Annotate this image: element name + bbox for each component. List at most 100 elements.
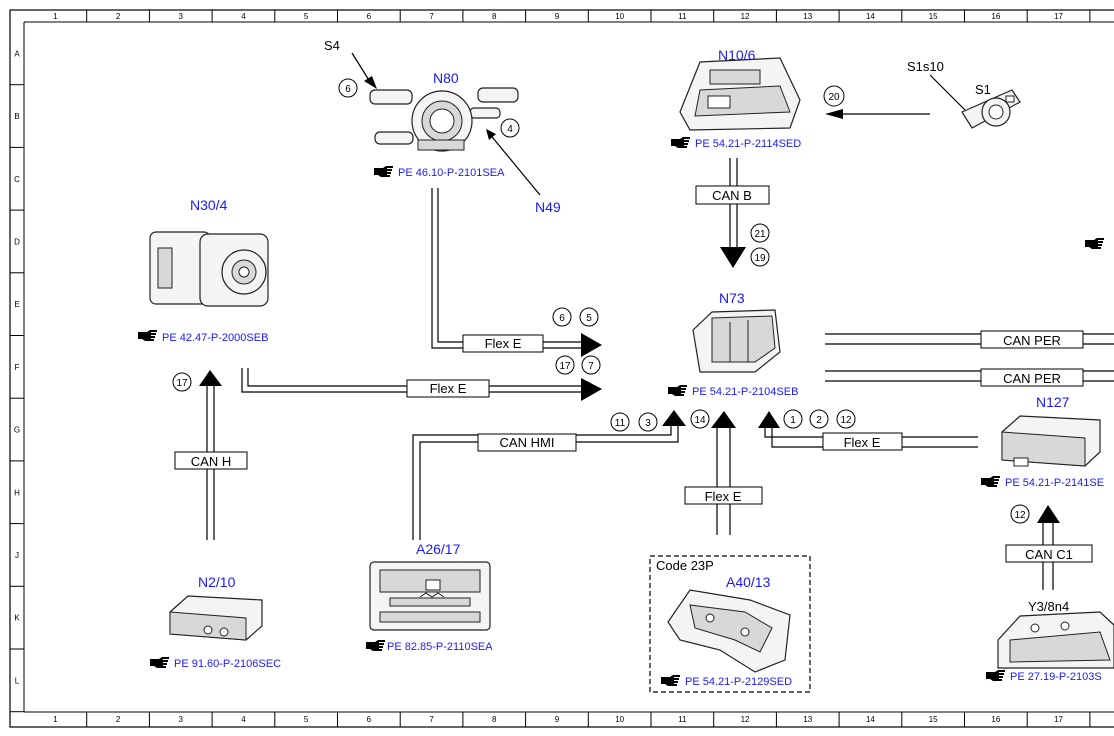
- svg-text:5: 5: [586, 313, 592, 324]
- svg-text:6: 6: [559, 313, 565, 324]
- grid-column-label: 9: [555, 715, 560, 724]
- n10-6-sam-module-drawing: [679, 57, 801, 131]
- svg-text:PE 54.21-P-2129SED: PE 54.21-P-2129SED: [685, 676, 792, 688]
- grid-column-label: 3: [179, 12, 184, 21]
- grid-column-label: 15: [929, 12, 938, 21]
- label-n10-6: N10/6: [718, 47, 756, 63]
- svg-text:Flex E: Flex E: [705, 489, 742, 504]
- grid-column-label: 17: [1054, 12, 1063, 21]
- grid-column-label: 4: [241, 715, 246, 724]
- arrow-flex-e-right-up: [758, 411, 780, 428]
- arrow-can-c1-up: [1037, 505, 1060, 523]
- callout-5-flex: 5: [579, 307, 599, 327]
- ref-n2-10[interactable]: PE 91.60-P-2106SEC: [150, 657, 281, 670]
- svg-text:PE 42.47-P-2000SEB: PE 42.47-P-2000SEB: [162, 332, 268, 344]
- arrowheads: [199, 76, 1060, 523]
- grid-column-label: 6: [367, 12, 372, 21]
- svg-text:PE 54.21-P-2114SED: PE 54.21-P-2114SED: [695, 138, 801, 150]
- bus-can-per-2: CAN PER: [980, 368, 1084, 387]
- bus-flex-e-1: Flex E: [462, 334, 544, 353]
- a26-17-head-unit-drawing: [369, 561, 491, 631]
- a40-13-module-drawing: [667, 589, 791, 673]
- callout-17-flex: 17: [555, 355, 575, 375]
- label-a40-13: A40/13: [726, 574, 771, 590]
- ref-n10-6[interactable]: PE 54.21-P-2114SED: [671, 137, 801, 150]
- n2-10-module-drawing: [169, 595, 263, 641]
- svg-text:PE 46.10-P-2101SEA: PE 46.10-P-2101SEA: [398, 167, 505, 179]
- grid-row-label: J: [15, 551, 19, 560]
- component-labels: S4 N80 N49 N10/6 S1s10 S1 N30/4 N73 N127…: [190, 38, 1070, 614]
- grid-column-label: 4: [241, 12, 246, 21]
- bus-flex-e-3: Flex E: [684, 486, 763, 505]
- grid-row-label: C: [14, 175, 20, 184]
- grid-column-label: 8: [492, 12, 497, 21]
- grid-column-label: 10: [615, 715, 624, 724]
- bus-can-h: CAN H: [174, 451, 248, 470]
- bus-can-b: CAN B: [695, 185, 770, 205]
- svg-text:12: 12: [840, 415, 852, 426]
- bus-flex-e-4: Flex E: [822, 432, 903, 451]
- grid-column-label: 2: [116, 12, 121, 21]
- label-n73: N73: [719, 290, 745, 306]
- svg-text:21: 21: [754, 229, 766, 240]
- grid-column-label: 13: [803, 12, 812, 21]
- n80-steering-module-drawing: [369, 87, 519, 152]
- callout-21: 21: [750, 223, 770, 243]
- bus-flex-e-2: Flex E: [406, 379, 490, 398]
- label-n127: N127: [1036, 394, 1070, 410]
- ref-a26-17[interactable]: PE 82.85-P-2110SEA: [366, 640, 493, 653]
- svg-text:19: 19: [754, 253, 766, 264]
- wires: [206, 52, 1114, 590]
- ref-n80[interactable]: PE 46.10-P-2101SEA: [374, 166, 505, 179]
- svg-text:4: 4: [507, 124, 513, 135]
- grid-column-label: 5: [304, 12, 309, 21]
- grid-column-label: 14: [866, 12, 875, 21]
- bus-can-c1: CAN C1: [1005, 544, 1093, 563]
- grid-column-label: 8: [492, 715, 497, 724]
- label-y3-8n4: Y3/8n4: [1028, 599, 1069, 614]
- arrow-s4: [364, 76, 377, 89]
- y3-8n4-valve-body-drawing: [997, 611, 1114, 669]
- grid-column-label: 15: [929, 715, 938, 724]
- svg-text:Flex E: Flex E: [430, 381, 467, 396]
- grid-column-label: 12: [741, 715, 750, 724]
- n30-4-esp-unit-drawing: [149, 231, 269, 307]
- n127-module-drawing: [1001, 415, 1101, 467]
- grid-row-label: F: [15, 363, 20, 372]
- grid-row-label: D: [14, 237, 20, 246]
- ref-a40-13[interactable]: PE 54.21-P-2129SED: [661, 675, 792, 688]
- bus-can-hmi: CAN HMI: [477, 433, 577, 452]
- arrow-to-n73-flex-e-top: [581, 333, 602, 357]
- ref-y3-8n4[interactable]: PE 27.19-P-2103S: [986, 670, 1102, 683]
- ref-n73[interactable]: PE 54.21-P-2104SEB: [668, 385, 798, 398]
- svg-text:CAN H: CAN H: [191, 454, 231, 469]
- grid-column-label: 17: [1054, 715, 1063, 724]
- grid-column-label: 1: [53, 715, 58, 724]
- arrow-n49: [486, 129, 496, 140]
- callout-19: 19: [750, 247, 770, 267]
- grid-row-label: A: [14, 49, 20, 58]
- ref-n127[interactable]: PE 54.21-P-2141SE: [981, 476, 1104, 489]
- svg-text:1: 1: [790, 415, 796, 426]
- label-code-23p: Code 23P: [656, 558, 714, 573]
- ref-hand-edge[interactable]: [1085, 238, 1104, 249]
- svg-text:11: 11: [615, 418, 626, 429]
- svg-text:PE 54.21-P-2104SEB: PE 54.21-P-2104SEB: [692, 386, 798, 398]
- svg-text:2: 2: [816, 415, 822, 426]
- label-n80: N80: [433, 70, 459, 86]
- grid-column-label: 11: [678, 12, 687, 21]
- ref-n30-4[interactable]: PE 42.47-P-2000SEB: [138, 330, 268, 344]
- svg-text:PE 27.19-P-2103S: PE 27.19-P-2103S: [1010, 671, 1102, 683]
- svg-text:20: 20: [828, 92, 840, 103]
- grid-row-label: H: [14, 488, 20, 497]
- callout-17-can-h: 17: [172, 372, 192, 392]
- label-n2-10: N2/10: [198, 574, 236, 590]
- callout-11: 11: [610, 412, 630, 432]
- callout-6-flex: 6: [552, 307, 572, 327]
- svg-text:CAN C1: CAN C1: [1025, 547, 1073, 562]
- callout-12-flex: 12: [836, 409, 856, 429]
